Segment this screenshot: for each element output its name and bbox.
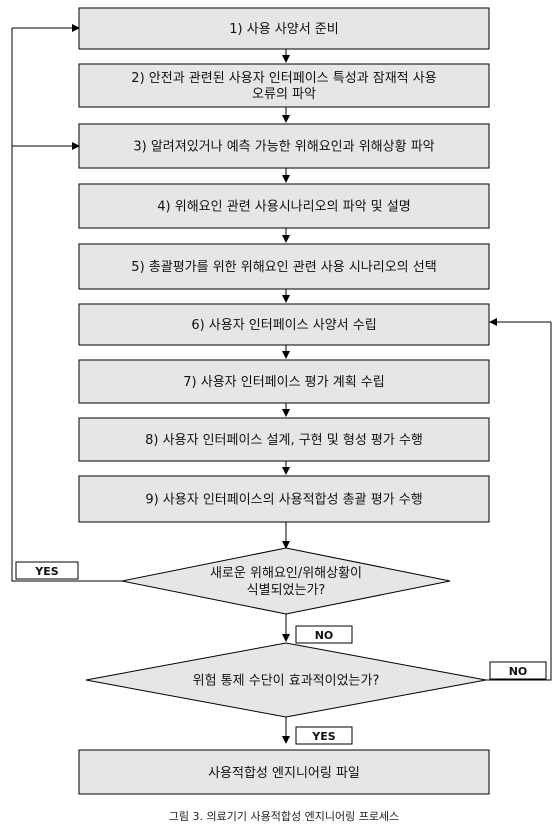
step-8-box [78,417,490,462]
step-2-box [78,63,490,108]
step-2-label: 오류의 파악 [252,87,316,102]
figure-caption: 그림 3. 의료기기 사용적합성 엔지니어링 프로세스 [169,810,399,823]
decision-1-label: 식별되었는가? [247,583,326,598]
no-right-label-box [489,661,547,680]
step-5-box [78,243,490,290]
decision-1-label: 새로운 위해요인/위해상황이 [210,566,362,581]
step-9-box [78,475,490,523]
step-7-box [78,359,490,404]
final-step-box: 사용적합성 엔지니어링 파일 [78,749,490,795]
decision-1-shape [121,547,451,615]
step-3-label: 3) 알려져있거나 예측 가능한 위해요인과 위해상황 파악 [133,140,434,155]
step-1-label: 1) 사용 사양서 준비 [229,22,338,37]
no-first-label-box [295,625,353,644]
step-9-label: 9) 사용자 인터페이스의 사용적합성 총괄 평가 수행 [145,492,422,508]
no-first-label: NO [315,629,334,642]
step-3-box [78,123,490,169]
step-6-label: 6) 사용자 인터페이스 사양서 수립 [191,318,376,333]
step-6-box [78,303,490,346]
decision-2-shape [85,642,487,718]
yes-left-label: YES [34,565,58,578]
step-8-label: 8) 사용자 인터페이스 설계, 구현 및 형성 평가 수행 [145,432,423,448]
step-5-label: 5) 총괄평가를 위한 위해요인 관련 사용 시나리오의 선택 [131,260,436,275]
yes-bottom-label: YES [311,730,335,743]
yes-bottom-label-box [295,726,353,745]
yes-left-label-box [15,561,79,580]
step-1-box [78,7,490,50]
final-step-rect [78,749,490,795]
step-7-label: 7) 사용자 인터페이스 평가 계획 수립 [183,375,384,390]
step-4-label: 4) 위해요인 관련 사용시나리오의 파악 및 설명 [157,200,410,215]
connectors [11,24,552,744]
branch-labels: YES NO NO YES [15,561,547,745]
step-2-label: 2) 안전과 관련된 사용자 인터페이스 특성과 잠재적 사용 [131,71,436,86]
process-steps: 1) 사용 사양서 준비 2) 안전과 관련된 사용자 인터페이스 특성과 잠재적… [78,7,490,523]
no-right-label: NO [509,665,528,678]
decision-2-label: 위험 통제 수단이 효과적이었는가? [193,674,380,689]
step-4-box [78,183,490,229]
final-step-label: 사용적합성 엔지니어링 파일 [208,766,360,781]
